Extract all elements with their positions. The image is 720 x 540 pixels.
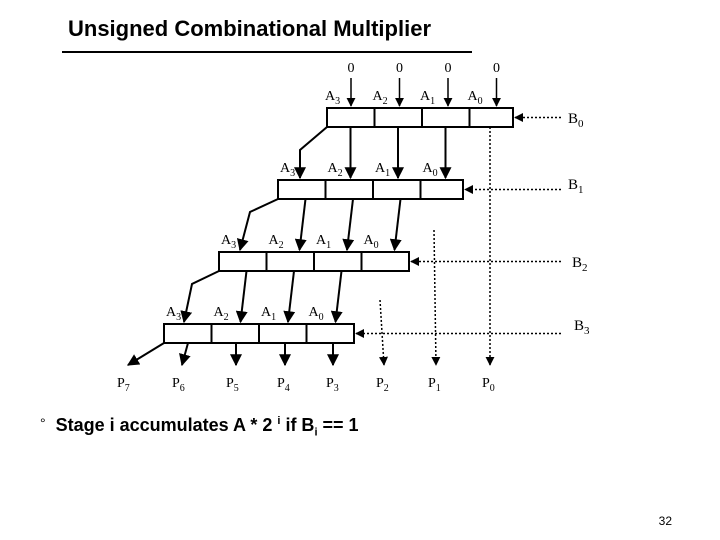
a-label-1-2: A1 (375, 161, 390, 179)
a-label-1-1: A2 (328, 161, 343, 179)
title-underline (62, 51, 472, 53)
initial-zero-inputs: 0 0 0 0 (346, 61, 501, 107)
output-arrow-5 (379, 299, 388, 366)
slide-title: Unsigned Combinational Multiplier (68, 16, 431, 41)
output-label-4: P3 (326, 376, 339, 394)
b-label-2: B2 (572, 255, 588, 274)
carry-wire (236, 198, 279, 252)
note-prefix: Stage i accumulates A * 2 (55, 415, 278, 435)
carry-wire (294, 198, 307, 252)
output-label-5: P2 (376, 376, 389, 394)
output-label-1: P6 (172, 376, 185, 394)
a-label-3-2: A1 (261, 305, 276, 323)
carry-wire (235, 270, 248, 324)
a-label-2-2: A1 (316, 233, 331, 251)
a-label-0-3: A0 (468, 89, 483, 107)
carry-wire (294, 126, 328, 180)
carry-wire (283, 270, 296, 324)
a-label-0-1: A2 (373, 89, 388, 107)
a-label-3-0: A3 (166, 305, 181, 323)
a-label-2-3: A0 (364, 233, 379, 251)
zero-input-2: 0 (445, 61, 452, 76)
zero-input-0: 0 (348, 61, 355, 76)
carry-wire (342, 198, 355, 252)
a-label-0-0: A3 (325, 89, 340, 107)
b-label-0: B0 (568, 111, 584, 130)
zero-input-1: 0 (396, 61, 403, 76)
bullet-glyph: ° (40, 415, 46, 431)
output-arrow-0 (126, 342, 165, 366)
output-arrow-6 (431, 229, 441, 366)
output-label-0: P7 (117, 376, 130, 394)
output-arrow-1 (179, 342, 191, 367)
output-label-7: P0 (482, 376, 495, 394)
output-label-2: P5 (226, 376, 239, 394)
stage-note: ° Stage i accumulates A * 2 i if Bi == 1 (40, 415, 359, 439)
adder-row-1 (277, 179, 464, 200)
a-label-1-0: A3 (280, 161, 295, 179)
carry-wires (180, 126, 452, 324)
carry-wire (180, 270, 220, 324)
carry-wire (330, 270, 343, 324)
b-label-3: B3 (574, 318, 590, 337)
a-label-0-2: A1 (420, 89, 435, 107)
a-label-2-1: A2 (269, 233, 284, 251)
note-middle: if B (280, 415, 315, 435)
zero-input-3: 0 (493, 61, 500, 76)
output-label-6: P1 (428, 376, 441, 394)
adder-row-0 (326, 107, 514, 128)
note-subscript: i (314, 426, 318, 439)
carry-wire (389, 198, 402, 252)
output-label-3: P4 (277, 376, 290, 394)
a-label-3-3: A0 (309, 305, 324, 323)
a-label-1-3: A0 (423, 161, 438, 179)
note-superscript: i (277, 415, 281, 427)
a-label-2-0: A3 (221, 233, 236, 251)
page-number: 32 (658, 514, 672, 528)
a-label-3-1: A2 (214, 305, 229, 323)
note-suffix: == 1 (317, 415, 359, 435)
b-label-1: B1 (568, 177, 584, 196)
product-outputs: P7 P6 P5 P4 P3 P2 P1 P0 (117, 127, 495, 394)
